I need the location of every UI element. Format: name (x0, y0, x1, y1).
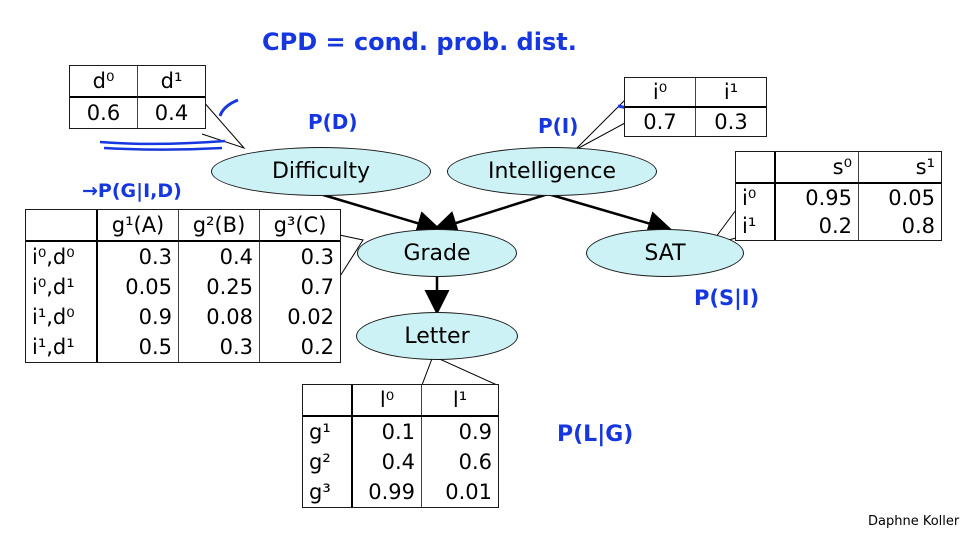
edge-intelligence-sat (547, 192, 673, 236)
cpd-l-cell: 0.4 (381, 450, 415, 474)
cpd-g-row-label: i¹,d⁰ (26, 302, 98, 332)
author-credit: Daphne Koller (868, 514, 960, 529)
cpd-g-cell: 0.2 (259, 332, 340, 362)
edge-intelligence-grade (432, 192, 549, 235)
cpd-g-cell: 0.5 (138, 335, 172, 359)
cpd-l-cell: 0.9 (421, 416, 498, 447)
node-letter: Letter (356, 312, 518, 360)
cpd-table-difficulty: d⁰ d¹ 0.6 0.4 (69, 65, 206, 129)
node-difficulty: Difficulty (211, 147, 431, 196)
cpd-g-cell: 0.25 (178, 272, 260, 302)
cpd-table-letter: l⁰ l¹ g¹ 0.1 0.9 g² 0.4 0.6 g³ 0.99 0.01 (302, 384, 499, 508)
cpd-l-corner (303, 385, 353, 417)
cpd-g-header-1: g¹(A) (97, 210, 179, 242)
cpd-d-header-1: d¹ (137, 66, 205, 98)
cpd-l-header-2: l¹ (421, 385, 498, 417)
annotation-cpd-definition: CPD = cond. prob. dist. (262, 28, 577, 56)
annotation-p-g: →P(G|I,D) (82, 180, 182, 202)
cpd-l-row-label: g¹ (303, 416, 353, 447)
annotation-p-l: P(L|G) (557, 422, 634, 447)
cpd-i-header-1: i¹ (695, 78, 766, 108)
cpd-s-cell: 0.2 (818, 214, 852, 238)
cpd-g-cell: 0.4 (178, 241, 260, 272)
cpd-l-cell: 0.1 (381, 420, 415, 444)
cpd-g-header-3: g³(C) (259, 210, 340, 242)
cpd-d-value-0: 0.6 (86, 101, 121, 125)
cpd-table-intelligence: i⁰ i¹ 0.7 0.3 (624, 77, 767, 137)
cpd-l-header-1: l⁰ (352, 385, 422, 417)
callout-intelligence (574, 99, 626, 151)
cpd-g-cell: 0.05 (125, 275, 172, 299)
cpd-s-corner (736, 152, 776, 184)
node-intelligence: Intelligence (447, 147, 657, 196)
cpd-g-cell: 0.3 (178, 332, 260, 362)
callout-difficulty (201, 99, 246, 150)
cpd-g-row-label: i⁰,d⁰ (26, 241, 98, 272)
cpd-g-header-2: g²(B) (178, 210, 260, 242)
cpd-l-cell: 0.01 (421, 477, 498, 507)
cpd-s-cell: 0.05 (858, 183, 941, 212)
cpd-i-header-0: i⁰ (625, 78, 696, 108)
arrow-scribble-d (218, 98, 239, 117)
cpd-l-row-label: g³ (303, 477, 353, 507)
annotation-p-d: P(D) (308, 110, 358, 134)
cpd-i-value-1: 0.3 (695, 107, 766, 136)
annotation-p-i: P(I) (538, 114, 579, 138)
cpd-g-cell: 0.7 (259, 272, 340, 302)
cpd-d-value-1: 0.4 (137, 97, 205, 128)
callout-grade (329, 232, 364, 293)
cpd-l-row-label: g² (303, 447, 353, 477)
cpd-s-header-2: s¹ (858, 152, 941, 184)
cpd-s-row-label: i⁰ (736, 183, 776, 212)
annotation-p-s: P(S|I) (694, 286, 760, 310)
cpd-l-cell: 0.6 (421, 447, 498, 477)
cpd-g-corner (26, 210, 98, 242)
cpd-table-sat: s⁰ s¹ i⁰ 0.95 0.05 i¹ 0.2 0.8 (735, 151, 942, 241)
cpd-i-value-0: 0.7 (643, 110, 677, 134)
edge-difficulty-grade (319, 192, 442, 236)
cpd-d-header-0: d⁰ (70, 66, 138, 98)
cpd-g-cell: 0.02 (259, 302, 340, 332)
cpd-g-row-label: i¹,d¹ (26, 332, 98, 362)
cpd-s-cell: 0.95 (805, 186, 852, 210)
cpd-g-cell: 0.08 (178, 302, 260, 332)
node-sat: SAT (586, 229, 744, 277)
cpd-g-cell: 0.3 (259, 241, 340, 272)
cpd-s-header-1: s⁰ (775, 152, 859, 184)
cpd-g-cell: 0.9 (138, 305, 172, 329)
cpd-g-row-label: i⁰,d¹ (26, 272, 98, 302)
underline-scribble (99, 139, 226, 151)
cpd-g-cell: 0.3 (138, 245, 172, 269)
cpd-s-cell: 0.8 (858, 212, 941, 240)
cpd-l-cell: 0.99 (368, 480, 415, 504)
callout-letter (421, 355, 498, 386)
cpd-s-row-label: i¹ (736, 212, 776, 240)
node-grade: Grade (357, 229, 517, 277)
cpd-table-grade: g¹(A) g²(B) g³(C) i⁰,d⁰ 0.3 0.4 0.3 i⁰,d… (25, 209, 341, 363)
